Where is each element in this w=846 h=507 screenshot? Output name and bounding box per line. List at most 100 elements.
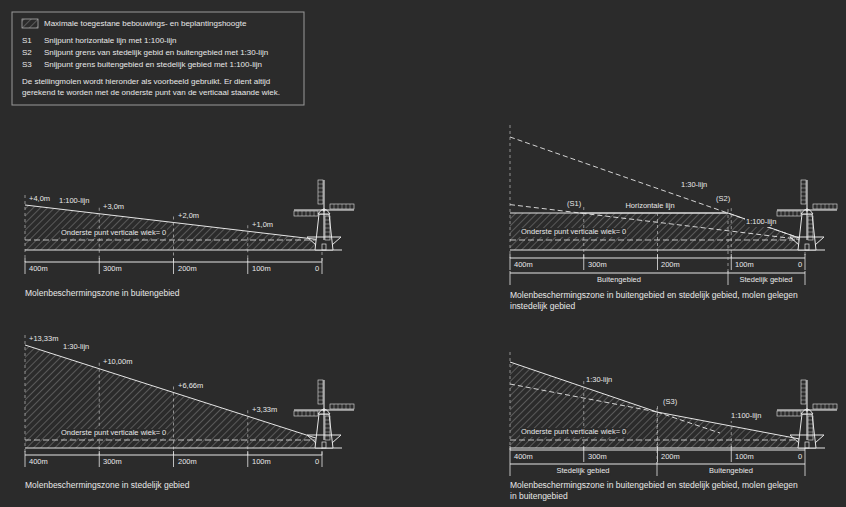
diagram-label: 400m — [28, 458, 49, 467]
sail-stock — [324, 209, 354, 210]
sail-lattice — [808, 232, 813, 233]
sail-lattice — [808, 220, 813, 221]
diagram-label: 100m — [251, 458, 272, 467]
sail-lattice — [318, 392, 323, 393]
region-divider — [805, 271, 806, 285]
axis-tick — [173, 451, 174, 467]
sail-lattice — [808, 432, 813, 433]
sail-lattice — [306, 211, 307, 216]
sail-frame — [294, 211, 318, 216]
sail-lattice — [318, 384, 323, 385]
sail-lattice — [821, 204, 822, 209]
diagram-label: 1:30-lijn — [62, 343, 90, 352]
sail-lattice — [325, 224, 330, 225]
sail-lattice — [801, 396, 806, 397]
sail-stock — [806, 210, 807, 240]
sail-stock — [807, 409, 837, 410]
diagram-label: (S3) — [662, 398, 678, 407]
legend-swatch — [22, 19, 38, 28]
axis-tick — [510, 254, 511, 270]
sail-lattice — [310, 211, 311, 216]
diagram-label: 300m — [587, 453, 608, 462]
sail-stock — [806, 180, 807, 210]
distance-guide — [510, 125, 511, 258]
diagram-label: 300m — [587, 261, 608, 270]
sail-lattice — [833, 204, 834, 209]
mill-sail — [324, 410, 330, 440]
sail-lattice — [808, 428, 813, 429]
note-text: De stellingmolen wordt hieronder als voo… — [22, 76, 294, 98]
diagram-label: 100m — [734, 453, 755, 462]
diagram-label: 400m — [513, 453, 534, 462]
sail-frame — [318, 180, 323, 204]
ground-line — [25, 448, 342, 449]
diagram-label: +4,0m — [28, 195, 51, 204]
sail-frame — [813, 404, 837, 409]
sail-lattice — [350, 204, 351, 209]
mill-sail — [807, 210, 813, 240]
sail-stock — [294, 209, 324, 210]
diagram-label: (S2) — [715, 195, 731, 204]
diagram-label: 200m — [660, 261, 681, 270]
region-line — [510, 464, 805, 465]
sail-lattice — [808, 424, 813, 425]
axis-tick — [583, 254, 584, 270]
axis-tick — [247, 451, 248, 467]
legend-entry: Snijpunt grens buitengebied en stedelijk… — [44, 60, 262, 69]
axis-tick — [510, 446, 511, 462]
zone-boundary — [657, 408, 658, 464]
wiek-line — [25, 240, 322, 241]
sail-lattice — [829, 204, 830, 209]
sail-stock — [294, 409, 324, 410]
axis-tick — [25, 258, 26, 274]
diagram-label: 200m — [660, 453, 681, 462]
axis-tick — [322, 451, 323, 467]
mill-sail — [324, 210, 330, 240]
sail-frame — [330, 204, 354, 209]
mill-door — [805, 442, 809, 448]
sail-stock — [323, 210, 324, 240]
sail-lattice — [829, 404, 830, 409]
diagram-label: 1:30-lijn — [585, 376, 613, 385]
sail-lattice — [793, 411, 794, 416]
sail-lattice — [314, 211, 315, 216]
sail-lattice — [325, 228, 330, 229]
panel-caption: Molenbeschermingszone in buitengebied — [25, 288, 325, 299]
slope-line — [510, 137, 805, 240]
sail-lattice — [318, 196, 323, 197]
sail-stock — [807, 209, 837, 210]
sail-frame — [325, 216, 330, 240]
sail-lattice — [825, 404, 826, 409]
sail-frame — [777, 411, 801, 416]
sail-lattice — [781, 411, 782, 416]
sail-lattice — [789, 411, 790, 416]
sail-lattice — [318, 396, 323, 397]
zone-diagram — [25, 180, 354, 274]
diagram-label: Horizontale lijn — [624, 202, 675, 211]
sail-stock — [777, 209, 807, 210]
mill-sail — [807, 404, 837, 410]
region-divider — [510, 462, 511, 476]
mill-sail — [801, 380, 807, 410]
sail-lattice — [310, 411, 311, 416]
diagram-label: 400m — [513, 261, 534, 270]
sail-lattice — [797, 411, 798, 416]
axis-tick — [247, 258, 248, 274]
sail-lattice — [808, 436, 813, 437]
max-height-line — [510, 362, 805, 440]
zone-diagram — [510, 125, 837, 285]
axis-tick — [583, 446, 584, 462]
sail-lattice — [334, 204, 335, 209]
zone-boundary — [728, 209, 729, 273]
mill-door — [322, 442, 326, 448]
sail-frame — [808, 216, 813, 240]
axis-tick — [99, 451, 100, 467]
diagram-label: Onderste punt verticale wiek= 0 — [520, 428, 627, 437]
mill-sail — [324, 204, 354, 210]
sail-lattice — [325, 436, 330, 437]
diagram-label: 300m — [102, 265, 123, 274]
zone-diagram — [510, 352, 837, 476]
sail-lattice — [808, 420, 813, 421]
diagram-label: +6,66m — [177, 382, 204, 391]
sail-lattice — [325, 432, 330, 433]
